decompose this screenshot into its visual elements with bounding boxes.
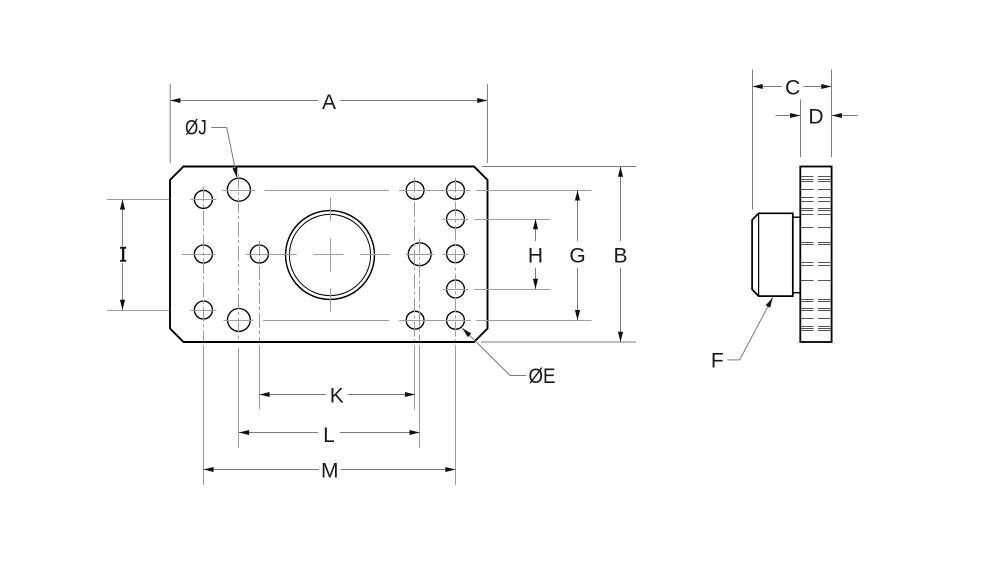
svg-text:B: B [613, 244, 627, 267]
svg-text:F: F [711, 349, 724, 372]
svg-text:M: M [321, 459, 339, 482]
svg-text:ØJ: ØJ [185, 117, 207, 140]
svg-text:A: A [322, 91, 336, 114]
svg-text:C: C [785, 76, 800, 99]
svg-text:ØE: ØE [529, 365, 556, 388]
svg-text:L: L [323, 424, 335, 447]
svg-text:H: H [528, 244, 543, 267]
svg-text:K: K [330, 384, 344, 407]
svg-text:G: G [569, 244, 585, 267]
svg-text:D: D [808, 105, 823, 128]
